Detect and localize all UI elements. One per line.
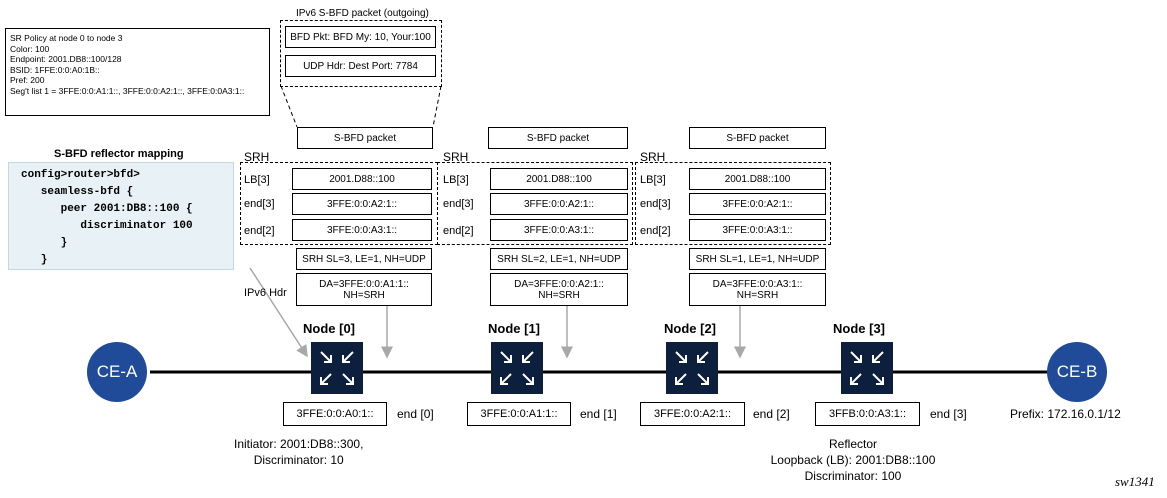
srh-header-box: SRH SL=1, LE=1, NH=UDP — [689, 248, 826, 270]
config-line: } — [21, 254, 48, 266]
router-node-3 — [841, 342, 893, 394]
ipv6-header-box: DA=3FFE:0:0:A1:1:: NH=SRH — [296, 273, 432, 306]
figure-id: sw1341 — [1115, 474, 1155, 489]
ipv6-hdr-label: IPv6 Hdr — [244, 287, 287, 299]
node-address-box: 3FFE:0:0:A2:1:: — [640, 402, 745, 426]
dest-addr-text: DA=3FFE:0:0:A3:1:: — [712, 278, 803, 290]
segment-box: 2001.D88::100 — [490, 168, 628, 190]
reflector-line: Discriminator: 100 — [804, 469, 902, 483]
node-label: Node [0] — [303, 321, 355, 336]
segment-box: 3FFE:0:0:A2:1:: — [689, 193, 826, 215]
node-address-box: 3FFE:0:0:A1:1:: — [467, 402, 571, 426]
srh-dash-group — [635, 162, 831, 245]
seg-label: LB[3] — [443, 174, 469, 186]
ipv6-header-box: DA=3FFE:0:0:A3:1:: NH=SRH — [689, 273, 826, 306]
initiator-text: Initiator: 2001:DB8::300, Discriminator:… — [234, 436, 363, 468]
config-line: config>router>bfd> — [21, 169, 140, 181]
sbfd-packet-box: S-BFD packet — [297, 127, 433, 149]
initiator-line: Discriminator: 10 — [253, 453, 344, 467]
node-label: Node [1] — [488, 321, 540, 336]
policy-line: Seg't list 1 = 3FFE:0:0:A1:1::, 3FFE:0:0… — [10, 85, 245, 96]
router-node-0 — [311, 342, 363, 394]
router-node-2 — [666, 342, 718, 394]
policy-line: Pref: 200 — [10, 75, 45, 85]
reflector-line: Loopback (LB): 2001:DB8::100 — [770, 453, 936, 467]
seg-label: LB[3] — [244, 174, 270, 186]
end-label: end [1] — [580, 407, 617, 421]
node-address-box: 3FFE:0:0:A0:1:: — [283, 402, 387, 426]
srh-dash-group — [437, 162, 633, 245]
segment-box: 3FFE:0:0:A2:1:: — [490, 193, 628, 215]
seg-label: end[2] — [640, 225, 671, 237]
sbfd-packet-box: S-BFD packet — [488, 127, 628, 149]
sr-policy-box: SR Policy at node 0 to node 3 Color: 100… — [5, 28, 270, 116]
srh-label: SRH — [244, 150, 270, 164]
srh-header-box: SRH SL=2, LE=1, NH=UDP — [490, 248, 628, 270]
dest-addr-text: DA=3FFE:0:0:A2:1:: — [514, 278, 604, 290]
reflector-title: S-BFD reflector mapping — [54, 148, 184, 160]
config-line: discriminator 100 — [21, 220, 193, 232]
config-line: } — [21, 237, 68, 249]
srh-label: SRH — [640, 150, 666, 164]
config-box: config>router>bfd> seamless-bfd { peer 2… — [8, 162, 234, 270]
policy-line: Color: 100 — [10, 43, 50, 54]
seg-label: end[3] — [640, 198, 671, 210]
srh-header-box: SRH SL=3, LE=1, NH=UDP — [296, 248, 432, 270]
next-header-text: NH=SRH — [538, 289, 580, 301]
seg-label: end[2] — [443, 225, 474, 237]
policy-line: SR Policy at node 0 to node 3 — [10, 33, 123, 43]
config-line: peer 2001:DB8::100 { — [21, 203, 193, 215]
prefix-text: Prefix: 172.16.0.1/12 — [1010, 407, 1121, 421]
seg-label: end[3] — [244, 198, 275, 210]
policy-line: BSID: 1FFE:0:0:A0:1B:: — [10, 64, 100, 75]
segment-box: 2001.D88::100 — [689, 168, 826, 190]
callout-edge-left — [280, 85, 298, 128]
packet-title: IPv6 S-BFD packet (outgoing) — [296, 8, 429, 19]
bfd-packet-box: BFD Pkt: BFD My: 10, Your:100 — [285, 26, 436, 48]
udp-header-box: UDP Hdr: Dest Port: 7784 — [285, 55, 436, 77]
next-header-text: NH=SRH — [343, 289, 385, 301]
config-arrow — [249, 267, 308, 358]
segment-box: 3FFE:0:0:A3:1:: — [689, 219, 826, 241]
ipv6-header-box: DA=3FFE:0:0:A2:1:: NH=SRH — [490, 273, 628, 306]
node-address-box: 3FFB:0:0:A3:1:: — [815, 402, 920, 426]
end-label: end [3] — [930, 407, 967, 421]
segment-box: 3FFE:0:0:A3:1:: — [292, 219, 432, 241]
router-node-1 — [491, 342, 543, 394]
router-icon — [850, 351, 884, 385]
ce-a-circle: CE-A — [87, 342, 147, 402]
reflector-line: Reflector — [828, 437, 878, 451]
sbfd-packet-box: S-BFD packet — [689, 127, 826, 149]
node-label: Node [2] — [664, 321, 716, 336]
segment-box: 2001.D88::100 — [292, 168, 432, 190]
reflector-text: Reflector Loopback (LB): 2001:DB8::100 D… — [763, 436, 943, 484]
end-label: end [2] — [753, 407, 790, 421]
callout-edge-right — [432, 85, 442, 128]
ce-b-circle: CE-B — [1047, 342, 1107, 402]
seg-label: LB[3] — [640, 174, 666, 186]
initiator-line: Initiator: 2001:DB8::300, — [234, 437, 364, 451]
router-icon — [675, 351, 709, 385]
router-icon — [320, 351, 354, 385]
end-label: end [0] — [397, 407, 434, 421]
next-header-text: NH=SRH — [736, 289, 779, 301]
dest-addr-text: DA=3FFE:0:0:A1:1:: — [319, 278, 409, 290]
config-line: seamless-bfd { — [21, 186, 134, 198]
srh-label: SRH — [443, 150, 469, 164]
seg-label: end[2] — [244, 225, 275, 237]
segment-box: 3FFE:0:0:A2:1:: — [292, 193, 432, 215]
router-icon — [500, 351, 534, 385]
node-label: Node [3] — [833, 321, 885, 336]
seg-label: end[3] — [443, 198, 474, 210]
packet-callout — [280, 20, 442, 87]
segment-box: 3FFE:0:0:A3:1:: — [490, 219, 628, 241]
policy-line: Endpoint: 2001.DB8::100/128 — [10, 54, 122, 64]
